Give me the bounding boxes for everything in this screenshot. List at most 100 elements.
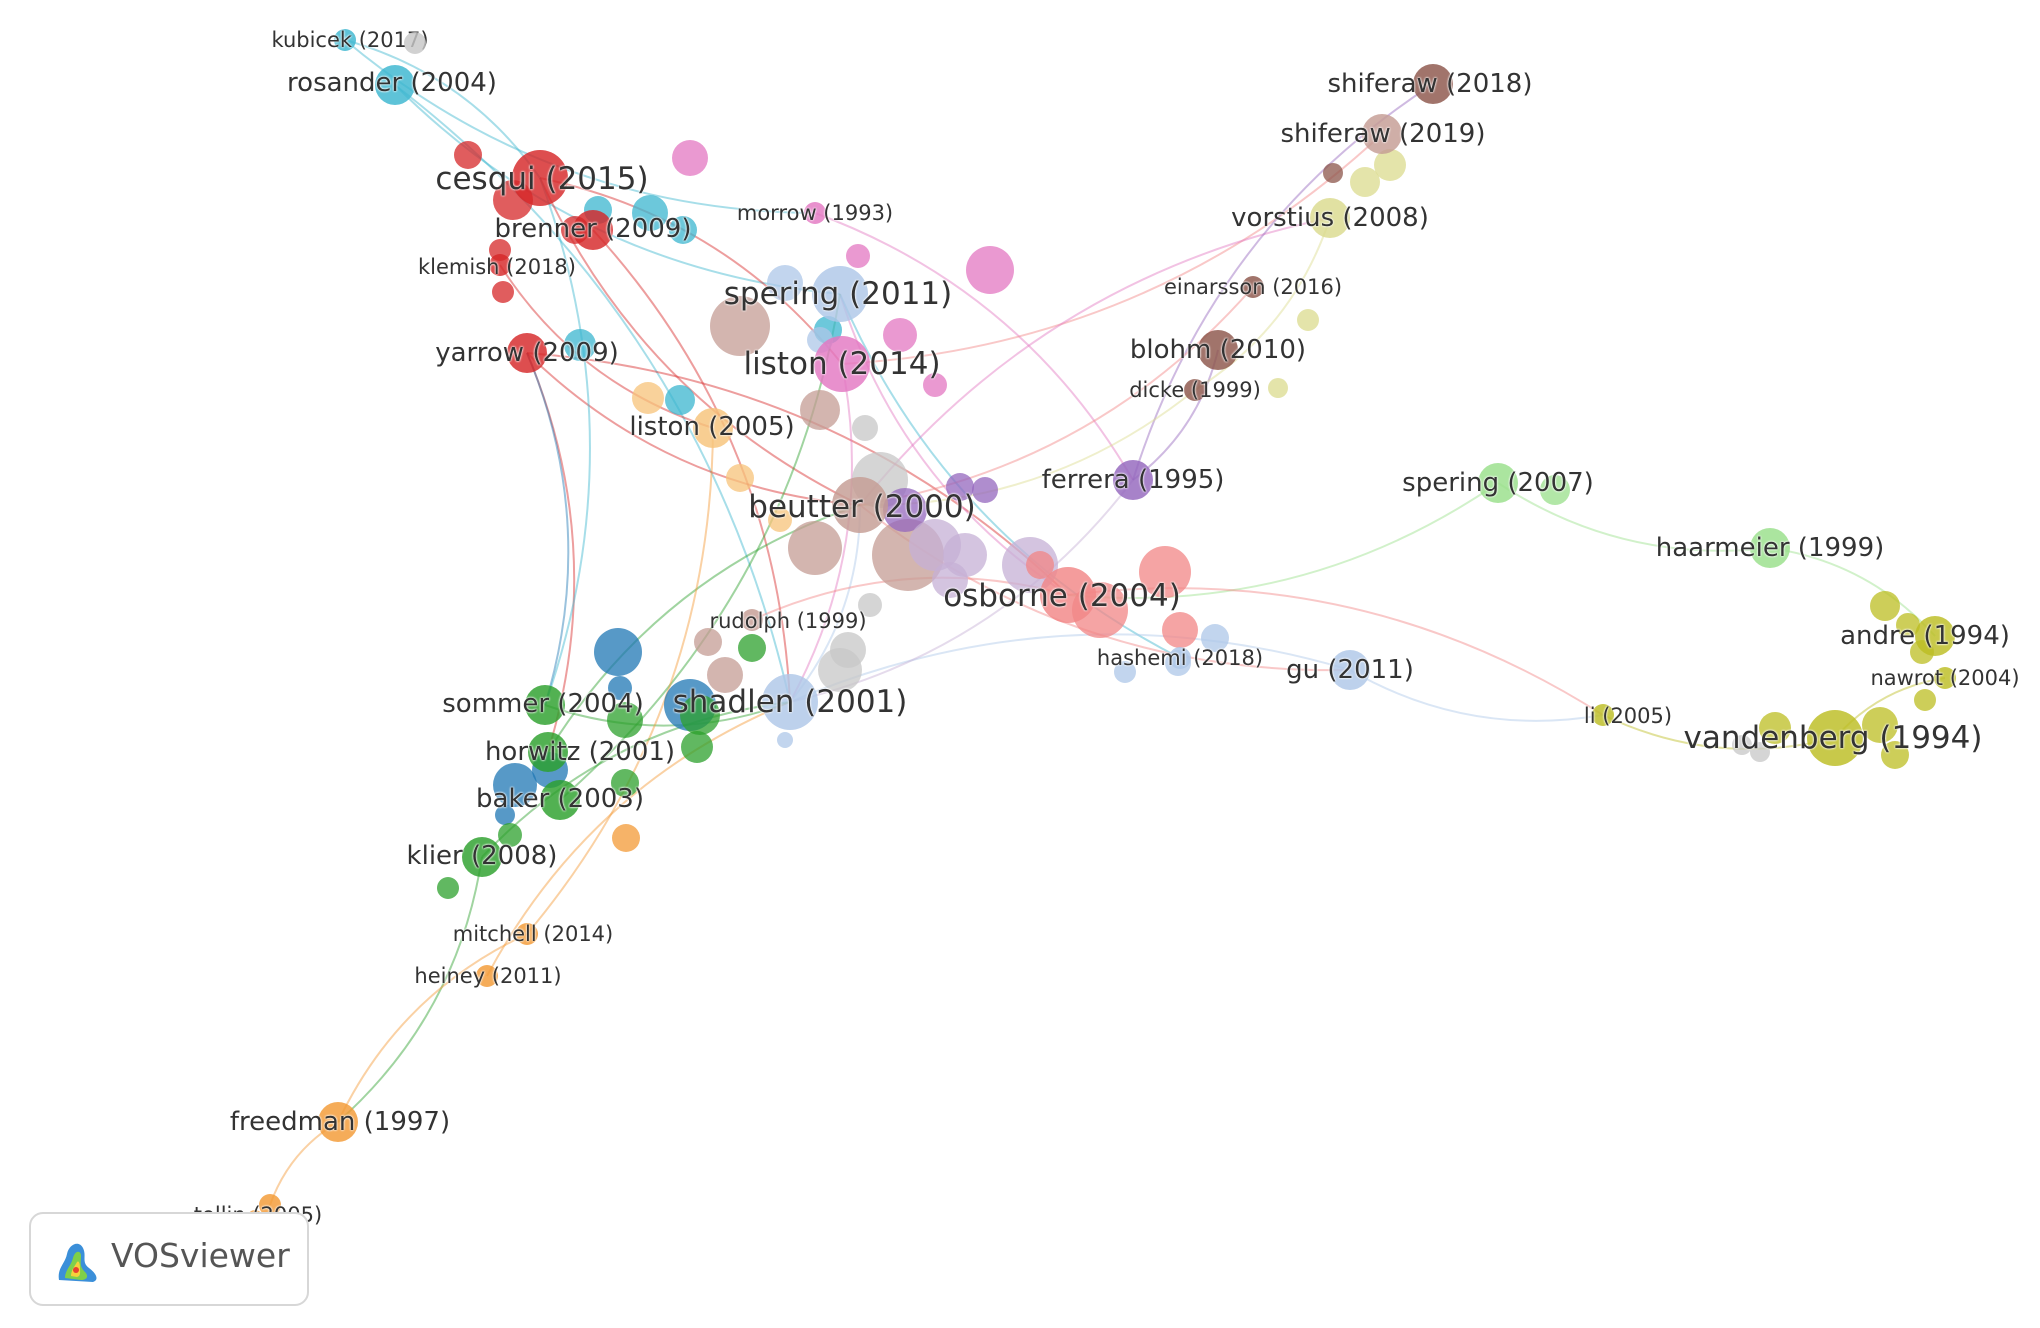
unlabeled-node[interactable]	[1374, 149, 1406, 181]
node-label-brenner-2009[interactable]: brenner (2009)	[494, 214, 692, 244]
node-osborne-2004[interactable]	[1040, 567, 1096, 623]
node-label-yarrow-2009[interactable]: yarrow (2009)	[435, 338, 619, 368]
node-label-li-2005[interactable]: li (2005)	[1583, 704, 1673, 728]
node-label-shiferaw-2018[interactable]: shiferaw (2018)	[1327, 69, 1533, 99]
unlabeled-node[interactable]	[966, 246, 1014, 294]
node-rosander-2004[interactable]	[375, 65, 415, 105]
node-label-spering-2007[interactable]: spering (2007)	[1402, 468, 1594, 498]
unlabeled-node[interactable]	[710, 296, 770, 356]
node-kubicek-gray[interactable]	[404, 32, 426, 54]
node-label-mitchell-2014[interactable]: mitchell (2014)	[452, 922, 614, 946]
node-mitchell-2014[interactable]	[516, 923, 538, 945]
unlabeled-node[interactable]	[852, 415, 878, 441]
unlabeled-node[interactable]	[883, 318, 917, 352]
unlabeled-node[interactable]	[767, 265, 803, 301]
node-label-rudolph-1999[interactable]: rudolph (1999)	[709, 609, 867, 633]
unlabeled-node[interactable]	[726, 464, 754, 492]
node-label-einarsson-2016[interactable]: einarsson (2016)	[1163, 275, 1343, 299]
node-label-osborne-2004[interactable]: osborne (2004)	[943, 578, 1181, 614]
node-label-spering-2011[interactable]: spering (2011)	[723, 276, 953, 312]
node-tollin-2005[interactable]	[259, 1194, 281, 1216]
unlabeled-node[interactable]	[495, 805, 515, 825]
unlabeled-node[interactable]	[946, 473, 974, 501]
unlabeled-node[interactable]	[1732, 735, 1752, 755]
node-dicke-1999[interactable]	[1184, 379, 1206, 401]
node-label-cesqui-2015[interactable]: cesqui (2015)	[435, 161, 649, 197]
node-spering-2007[interactable]	[1478, 463, 1518, 503]
unlabeled-node[interactable]	[738, 634, 766, 662]
unlabeled-node[interactable]	[788, 521, 842, 575]
unlabeled-node[interactable]	[594, 628, 642, 676]
node-label-kubicek-2017[interactable]: kubicek (2017)	[271, 28, 429, 52]
unlabeled-node[interactable]	[665, 385, 695, 415]
node-label-blohm-2010[interactable]: blohm (2010)	[1129, 335, 1307, 365]
node-ferrera-1995[interactable]	[1113, 460, 1153, 500]
node-einarsson-2016[interactable]	[1242, 276, 1264, 298]
unlabeled-node[interactable]	[632, 195, 668, 231]
node-label-horwitz-2001[interactable]: horwitz (2001)	[484, 737, 676, 767]
unlabeled-node[interactable]	[607, 702, 643, 738]
unlabeled-node[interactable]	[437, 877, 459, 899]
node-hashemi-2018[interactable]	[1169, 647, 1191, 669]
node-label-gu-2011[interactable]: gu (2011)	[1286, 655, 1414, 685]
unlabeled-node[interactable]	[1162, 612, 1198, 648]
node-yarrow-2009[interactable]	[507, 333, 547, 373]
node-horwitz-2001[interactable]	[528, 732, 568, 772]
node-gu-2011[interactable]	[1330, 650, 1370, 690]
unlabeled-node[interactable]	[932, 562, 968, 598]
unlabeled-node[interactable]	[1297, 309, 1319, 331]
unlabeled-node[interactable]	[1323, 163, 1343, 183]
unlabeled-node[interactable]	[1114, 661, 1136, 683]
node-morrow-1993[interactable]	[804, 202, 826, 224]
node-label-rosander-2004[interactable]: rosander (2004)	[287, 68, 497, 98]
unlabeled-node[interactable]	[800, 390, 840, 430]
node-label-freedman-1997[interactable]: freedman (1997)	[229, 1107, 451, 1137]
node-label-nawrot-2004[interactable]: nawrot (2004)	[1870, 666, 2020, 690]
unlabeled-node[interactable]	[564, 329, 596, 361]
node-shadlen-2001[interactable]	[762, 674, 818, 730]
node-label-vorstius-2008[interactable]: vorstius (2008)	[1231, 203, 1429, 233]
unlabeled-node[interactable]	[883, 488, 927, 532]
node-li-2005[interactable]	[1592, 704, 1614, 726]
node-label-haarmeier-1999[interactable]: haarmeier (1999)	[1655, 533, 1885, 563]
node-label-baker-2003[interactable]: baker (2003)	[476, 784, 644, 814]
unlabeled-node[interactable]	[1914, 689, 1936, 711]
node-baker-2003[interactable]	[540, 780, 580, 820]
vosviewer-badge[interactable]: VOSviewer	[29, 1212, 309, 1306]
node-heiney-2011[interactable]	[476, 965, 498, 987]
unlabeled-node[interactable]	[1026, 551, 1054, 579]
node-rudolph-1999[interactable]	[741, 609, 763, 631]
node-label-beutter-2000[interactable]: beutter (2000)	[748, 489, 976, 525]
unlabeled-node[interactable]	[1862, 707, 1898, 743]
node-haarmeier-1999[interactable]	[1750, 528, 1790, 568]
node-label-sommer-2004[interactable]: sommer (2004)	[442, 689, 644, 719]
node-brenner-2009[interactable]	[573, 210, 613, 250]
node-vandenberg-1994[interactable]	[1807, 710, 1863, 766]
node-beutter-2000[interactable]	[832, 477, 888, 533]
node-blohm-2010[interactable]	[1198, 330, 1238, 370]
node-shiferaw-2019[interactable]	[1362, 114, 1402, 154]
unlabeled-node[interactable]	[498, 823, 522, 847]
node-shiferaw-2018[interactable]	[1413, 64, 1453, 104]
node-label-liston-2005[interactable]: liston (2005)	[629, 412, 795, 442]
node-cesqui-2015[interactable]	[512, 150, 568, 206]
unlabeled-node[interactable]	[1870, 591, 1900, 621]
node-andre-1994[interactable]	[1915, 616, 1955, 656]
node-label-vandenberg-1994[interactable]: vandenberg (1994)	[1683, 720, 1983, 756]
node-label-klemish-2018[interactable]: klemish (2018)	[418, 255, 576, 279]
unlabeled-node[interactable]	[1881, 741, 1909, 769]
unlabeled-node[interactable]	[632, 382, 664, 414]
node-kubicek-2017[interactable]	[334, 29, 356, 51]
node-klier-2008[interactable]	[462, 837, 502, 877]
unlabeled-node[interactable]	[768, 508, 792, 532]
node-spering-2011[interactable]	[812, 266, 868, 322]
unlabeled-node[interactable]	[1350, 167, 1380, 197]
node-label-andre-1994[interactable]: andre (1994)	[1840, 621, 2010, 651]
unlabeled-node[interactable]	[672, 140, 708, 176]
unlabeled-node[interactable]	[612, 824, 640, 852]
node-label-klier-2008[interactable]: klier (2008)	[406, 841, 558, 871]
node-freedman-1997[interactable]	[318, 1102, 358, 1142]
unlabeled-node[interactable]	[493, 763, 537, 807]
unlabeled-node[interactable]	[454, 141, 482, 169]
unlabeled-node[interactable]	[777, 732, 793, 748]
